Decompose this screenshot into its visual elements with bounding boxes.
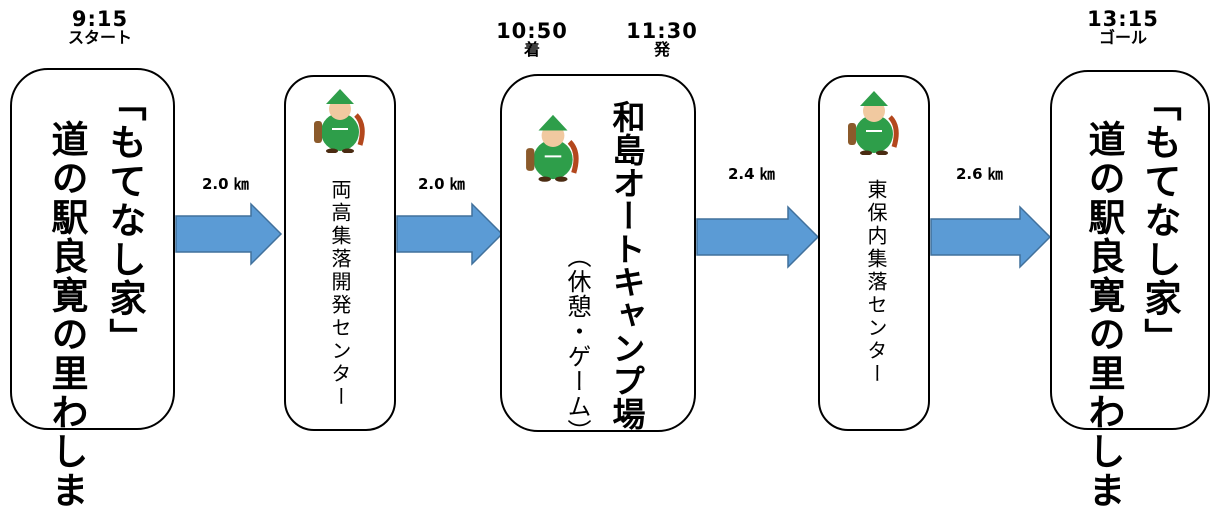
distance-label-2: 2.0 ㎞ xyxy=(418,175,465,193)
start-time-label: 9:15 スタート xyxy=(55,8,145,47)
checkpoint-2-name: 東保内集落センター xyxy=(864,179,888,386)
distance-label-1: 2.0 ㎞ xyxy=(202,175,249,193)
checkpoint-1-box: 両高集落開発センター xyxy=(284,75,396,431)
mascot-icon xyxy=(848,91,899,155)
arrow-right-icon xyxy=(696,205,820,269)
goal-time-label: 13:15 ゴール xyxy=(1078,8,1168,47)
arrive-time: 10:50 xyxy=(496,19,568,43)
distance-label-3: 2.4 ㎞ xyxy=(728,165,775,183)
goal-box: 「もてなし家」 道の駅良寛の里わしま xyxy=(1050,70,1210,510)
campsite-box: 和島オートキャンプ場 （休憩・ゲーム） xyxy=(500,74,696,444)
start-name-line2: 道の駅良寛の里わしま xyxy=(45,120,88,510)
checkpoint-2-box: 東保内集落センター xyxy=(818,75,930,431)
start-box: 「もてなし家」 道の駅良寛の里わしま xyxy=(10,68,175,510)
arrow-right-icon xyxy=(175,202,283,266)
start-time: 9:15 xyxy=(71,7,129,31)
mascot-icon xyxy=(526,114,579,182)
goal-label: ゴール xyxy=(1098,28,1147,48)
checkpoint-1-name: 両高集落開発センター xyxy=(328,179,352,409)
depart-time: 11:30 xyxy=(626,19,698,43)
campsite-name: 和島オートキャンプ場 xyxy=(607,100,646,430)
depart-time-label: 11:30 発 xyxy=(622,20,702,59)
campsite-note: （休憩・ゲーム） xyxy=(563,244,591,444)
mascot-icon xyxy=(314,89,365,153)
arrive-label: 着 xyxy=(523,40,540,60)
goal-time: 13:15 xyxy=(1087,7,1159,31)
start-name-line1: 「もてなし家」 xyxy=(103,84,146,357)
arrow-right-icon xyxy=(930,205,1052,269)
distance-label-4: 2.6 ㎞ xyxy=(956,165,1003,183)
arrow-right-icon xyxy=(396,202,504,266)
start-label: スタート xyxy=(67,28,132,48)
arrive-time-label: 10:50 着 xyxy=(492,20,572,59)
goal-name-line2: 道の駅良寛の里わしま xyxy=(1082,120,1125,510)
depart-label: 発 xyxy=(653,40,670,60)
goal-name-line1: 「もてなし家」 xyxy=(1138,84,1181,357)
